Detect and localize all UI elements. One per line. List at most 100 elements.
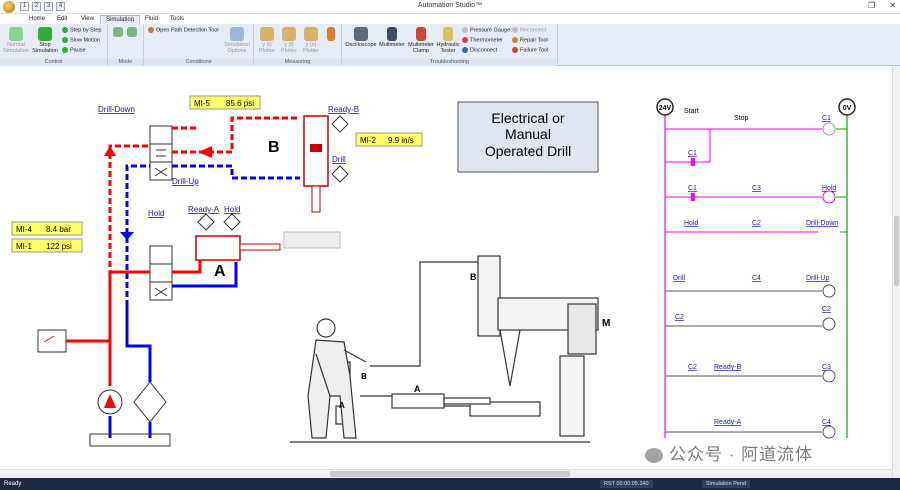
coil-c1-label[interactable]: C1 — [822, 115, 831, 122]
simulation-options-button[interactable]: Simulation Options — [222, 27, 252, 54]
tab-home[interactable]: Home — [29, 16, 46, 22]
contact-c1-hold-label[interactable]: C1 — [688, 150, 697, 157]
relief-valve[interactable] — [37, 329, 67, 353]
open-path-detection-button[interactable]: Open Path Detection Tool — [148, 27, 219, 33]
contact-c1[interactable] — [691, 193, 695, 201]
reconnect-button[interactable]: Reconnect — [512, 27, 546, 33]
label-hold[interactable]: Hold — [148, 209, 164, 218]
contact-c3-label[interactable]: C3 — [752, 185, 761, 192]
filter[interactable] — [133, 381, 167, 423]
reconnect-icon — [512, 27, 518, 33]
step-icon — [62, 27, 68, 33]
tab-tools[interactable]: Tools — [170, 16, 185, 22]
label-hold-2[interactable]: Hold — [224, 205, 240, 214]
svg-text:MI-2: MI-2 — [360, 136, 377, 145]
multimeter-button[interactable]: Multimeter — [378, 27, 406, 48]
thermometer-button[interactable]: Thermometer — [462, 37, 503, 43]
tab-simulation[interactable]: Simulation — [100, 15, 141, 24]
vertical-scroll-thumb[interactable] — [894, 216, 899, 286]
restore-window-button[interactable]: ❐ — [868, 1, 876, 10]
flow-arrow-icon — [198, 146, 212, 158]
plotter-button-2[interactable]: y (t) Plotter — [278, 27, 300, 54]
mode-button-2[interactable] — [126, 27, 138, 38]
coil-c1[interactable] — [822, 122, 836, 136]
contact-c1-label[interactable]: C1 — [688, 185, 697, 192]
measurement-mi4[interactable]: MI-4 8.4 bar — [11, 221, 83, 236]
plotter-button-3[interactable]: y (x) Plotter — [300, 27, 322, 54]
coil-drill-up-label[interactable]: Drill-Up — [806, 275, 829, 282]
label-drill-up[interactable]: Drill-Up — [172, 177, 199, 186]
control-group: Normal Simulation Stop Simulation Step b… — [0, 24, 108, 66]
qat-button-1[interactable]: 1 — [20, 2, 29, 11]
tab-view[interactable]: View — [81, 16, 94, 22]
contact-c2-b-label[interactable]: C2 — [688, 364, 697, 371]
diagram-canvas[interactable]: Electrical or Manual Operated Drill Dril… — [0, 66, 892, 469]
vertical-scrollbar[interactable] — [892, 66, 900, 478]
multimeter-clamp-button[interactable]: Multimeter Clamp — [406, 27, 436, 54]
probe-button[interactable] — [324, 27, 338, 42]
qat-button-2[interactable]: 2 — [32, 2, 41, 11]
step-by-step-button[interactable]: Step by Step — [62, 27, 102, 33]
oscilloscope-button[interactable]: Oscilloscope — [344, 27, 378, 48]
coil-c4[interactable] — [822, 425, 836, 439]
pause-icon — [62, 47, 68, 53]
upper-directional-valve[interactable] — [149, 125, 173, 181]
measurement-mi1[interactable]: MI-1 122 psi — [11, 238, 83, 253]
coil-c4-label[interactable]: C4 — [822, 419, 831, 426]
slow-motion-button[interactable]: Slow Motion — [62, 37, 100, 43]
coil-drill-down-label[interactable]: Drill-Down — [806, 220, 838, 227]
tab-edit[interactable]: Edit — [57, 16, 68, 22]
repair-icon — [512, 37, 518, 43]
contact-c4-label[interactable]: C4 — [752, 275, 761, 282]
horizontal-scroll-thumb[interactable] — [330, 471, 570, 477]
pressure-gauge-button[interactable]: Pressure Gauge — [462, 27, 510, 33]
measurement-mi2[interactable]: MI-2 9.9 in/s — [355, 132, 423, 147]
coil-c2-label[interactable]: C2 — [822, 306, 831, 313]
coil-c3[interactable] — [822, 369, 836, 383]
disconnect-button[interactable]: Disconnect — [462, 47, 497, 53]
rail-24v-label: 24V — [659, 105, 672, 112]
pause-button[interactable]: Pause — [62, 47, 86, 53]
coil-c3-label[interactable]: C3 — [822, 364, 831, 371]
label-ready-a[interactable]: Ready-A — [188, 205, 220, 214]
mode-button-1[interactable] — [112, 27, 124, 38]
measurement-mi5[interactable]: MI-5 85.6 psi — [189, 95, 261, 110]
lower-directional-valve[interactable] — [149, 245, 173, 301]
cylinder-b[interactable] — [303, 115, 329, 213]
plotter-button-1[interactable]: y (t) Plotter — [256, 27, 278, 54]
svg-text:9.9 in/s: 9.9 in/s — [388, 136, 414, 145]
coil-hold[interactable] — [822, 190, 836, 204]
contact-c2-label[interactable]: C2 — [752, 220, 761, 227]
label-drill[interactable]: Drill — [332, 155, 346, 164]
qat-button-4[interactable]: 4 — [56, 2, 65, 11]
cylinder-a[interactable] — [195, 231, 341, 261]
label-drill-down[interactable]: Drill-Down — [98, 105, 135, 114]
repair-tool-button[interactable]: Repair Tool — [512, 37, 548, 43]
coil-c2[interactable] — [822, 317, 836, 331]
tab-fluid[interactable]: Fluid — [145, 16, 159, 22]
coil-drill-up[interactable] — [822, 284, 836, 298]
plotter-icon — [304, 27, 318, 41]
contact-ready-b-label[interactable]: Ready-B — [714, 364, 742, 371]
stop-simulation-button[interactable]: Stop Simulation — [31, 27, 59, 54]
pump[interactable] — [97, 389, 123, 415]
pump-pressure-lines — [66, 276, 112, 386]
label-ready-b[interactable]: Ready-B — [328, 105, 359, 114]
machine-label-a: A — [414, 384, 421, 394]
mode-icon — [127, 27, 137, 37]
contact-c2-seal-label[interactable]: C2 — [675, 314, 684, 321]
hydraulic-tester-button[interactable]: Hydraulic Tester — [436, 27, 460, 54]
close-window-button[interactable]: ✕ — [889, 1, 896, 10]
coil-hold-label[interactable]: Hold — [822, 185, 837, 192]
tank-return-lines — [108, 306, 152, 438]
horizontal-scrollbar[interactable] — [0, 469, 892, 478]
contact-ready-a-label[interactable]: Ready-A — [714, 419, 742, 426]
contact-drill-label[interactable]: Drill — [673, 275, 685, 282]
flow-arrow-icon — [104, 146, 116, 156]
manual-valve-label-b: B — [361, 372, 367, 381]
contact-hold-label[interactable]: Hold — [684, 220, 699, 227]
normal-simulation-button[interactable]: Normal Simulation — [3, 27, 29, 54]
app-logo-icon[interactable] — [3, 1, 15, 13]
failure-tool-button[interactable]: Failure Tool — [512, 47, 548, 53]
qat-button-3[interactable]: 3 — [44, 2, 53, 11]
